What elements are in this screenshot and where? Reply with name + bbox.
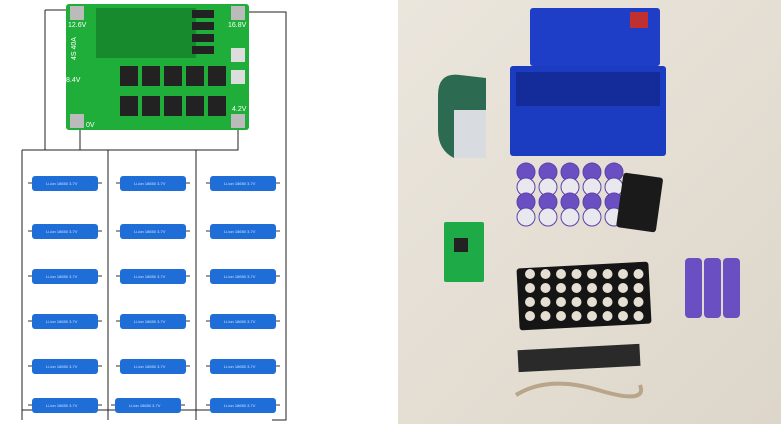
battery-cell: Li-ion 18650 3.7V — [116, 176, 190, 191]
battery-cell: Li-ion 18650 3.7V — [28, 314, 102, 329]
battery-cell: Li-ion 18650 3.7V — [206, 224, 280, 239]
diagram-svg: 4S 40A 12.6V 16.8V 8.4V 4.2V 0V Li-ion 1… — [21, 4, 287, 421]
battery-label: Li-ion 18650 3.7V — [46, 319, 78, 324]
holder-slot — [525, 297, 535, 307]
battery-cell: Li-ion 18650 3.7V — [116, 359, 190, 374]
holder-slot — [587, 311, 597, 321]
bms-board: 4S 40A 12.6V 16.8V 8.4V 4.2V 0V — [66, 4, 249, 130]
holder-slot — [633, 297, 644, 307]
wires — [21, 9, 287, 421]
battery-label: Li-ion 18650 3.7V — [224, 229, 256, 234]
battery-label: Li-ion 18650 3.7V — [46, 274, 78, 279]
cell-pack — [516, 162, 624, 227]
holder-slot — [633, 311, 644, 321]
battery-label: Li-ion 18650 3.7V — [129, 403, 161, 408]
battery-label: Li-ion 18650 3.7V — [46, 181, 78, 186]
cell-holder — [516, 261, 652, 331]
holder-slot — [540, 311, 551, 321]
battery-cell: Li-ion 18650 3.7V — [28, 269, 102, 284]
purple-cells — [685, 258, 740, 318]
holder-slot — [571, 283, 582, 293]
holder-slot — [618, 297, 628, 307]
battery-cell: Li-ion 18650 3.7V — [206, 314, 280, 329]
battery-label: Li-ion 18650 3.7V — [134, 181, 166, 186]
battery-label: Li-ion 18650 3.7V — [134, 364, 166, 369]
battery-cell: Li-ion 18650 3.7V — [116, 314, 190, 329]
battery-label: Li-ion 18650 3.7V — [224, 181, 256, 186]
cell-top — [582, 207, 602, 227]
terminal-label: 4.2V — [232, 106, 247, 113]
holder-slot — [525, 269, 535, 279]
battery-cell: Li-ion 18650 3.7V — [111, 398, 185, 413]
cell-top — [560, 207, 580, 227]
battery-cell: Li-ion 18650 3.7V — [206, 176, 280, 191]
holder-slot — [618, 269, 628, 279]
battery-label: Li-ion 18650 3.7V — [134, 319, 166, 324]
holder-slot — [602, 283, 613, 293]
battery-cell: Li-ion 18650 3.7V — [28, 359, 102, 374]
holder-slot — [571, 297, 582, 307]
bms-board-photo — [444, 222, 484, 282]
battery-cell: Li-ion 18650 3.7V — [206, 398, 280, 413]
holder-slot — [571, 311, 582, 321]
holder-slot — [540, 297, 551, 307]
photo-svg — [438, 8, 740, 399]
board-model-label: 4S 40A — [71, 37, 78, 60]
holder-slot — [587, 269, 597, 279]
battery-label: Li-ion 18650 3.7V — [46, 364, 78, 369]
battery-label: Li-ion 18650 3.7V — [46, 403, 78, 408]
holder-slot — [633, 269, 644, 279]
battery-cell: Li-ion 18650 3.7V — [28, 176, 102, 191]
battery-cell: Li-ion 18650 3.7V — [116, 224, 190, 239]
holder-slot — [556, 269, 566, 279]
battery-cell: Li-ion 18650 3.7V — [206, 269, 280, 284]
holder-slot — [633, 283, 644, 293]
nickel-strip — [517, 343, 641, 373]
battery-grid: Li-ion 18650 3.7V Li-ion 18650 3.7V Li-ion… — [28, 176, 280, 413]
holder-slot — [556, 297, 566, 307]
cell-holder-small — [616, 172, 663, 233]
holder-slot — [587, 283, 597, 293]
battery-label: Li-ion 18650 3.7V — [224, 364, 256, 369]
holder-slot — [571, 269, 582, 279]
holder-slot — [602, 297, 613, 307]
wire — [514, 381, 644, 399]
battery-cell: Li-ion 18650 3.7V — [28, 224, 102, 239]
battery-label: Li-ion 18650 3.7V — [134, 229, 166, 234]
holder-slot — [525, 283, 535, 293]
cell-top — [516, 207, 536, 227]
wiring-diagram: 4S 40A 12.6V 16.8V 8.4V 4.2V 0V Li-ion 1… — [21, 4, 287, 421]
holder-slot — [602, 311, 613, 321]
terminal-label: 12.6V — [68, 22, 87, 29]
battery-cell: Li-ion 18650 3.7V — [206, 359, 280, 374]
holder-slot — [540, 269, 551, 279]
cell-top — [538, 207, 558, 227]
battery-cell: Li-ion 18650 3.7V — [28, 398, 102, 413]
holder-slot — [587, 297, 597, 307]
battery-box — [510, 8, 666, 156]
holder-slot — [540, 283, 551, 293]
terminal-label: 16.8V — [228, 22, 247, 29]
terminal-label: 0V — [86, 122, 95, 129]
holder-slot — [618, 311, 628, 321]
holder-slot — [602, 269, 613, 279]
battery-label: Li-ion 18650 3.7V — [224, 319, 256, 324]
battery-cell: Li-ion 18650 3.7V — [116, 269, 190, 284]
components-photo — [398, 0, 781, 424]
battery-label: Li-ion 18650 3.7V — [134, 274, 166, 279]
heat-shrink-film — [438, 74, 486, 158]
battery-label: Li-ion 18650 3.7V — [224, 274, 256, 279]
terminal-label: 8.4V — [66, 77, 81, 84]
holder-slot — [618, 283, 628, 293]
battery-label: Li-ion 18650 3.7V — [46, 229, 78, 234]
battery-label: Li-ion 18650 3.7V — [224, 403, 256, 408]
holder-slot — [556, 311, 566, 321]
holder-slot — [556, 283, 566, 293]
holder-slot — [525, 311, 535, 321]
